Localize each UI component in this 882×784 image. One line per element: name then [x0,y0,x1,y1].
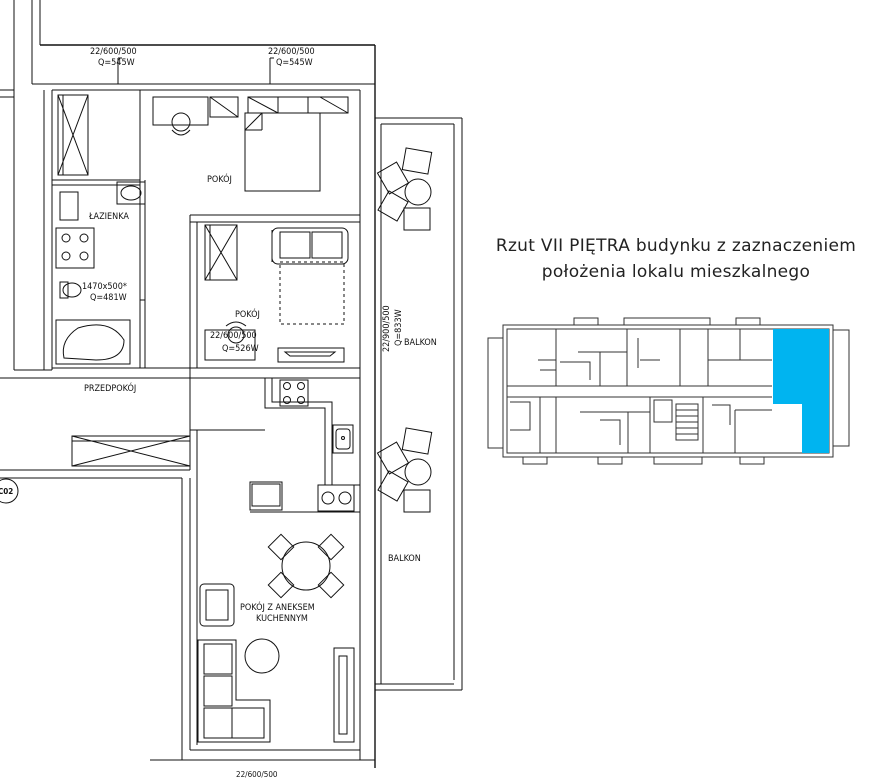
bathroom-fixtures [55,181,146,365]
room-label-przedpokoj: PRZEDPOKÓJ [84,382,136,394]
radiator-top-right-size: 22/600/500 [268,47,315,57]
bottom-cut-label: 22/600/500 [236,770,278,779]
plan-labels: 22/600/500 Q=545W 22/600/500 Q=545W POKÓ… [0,47,437,779]
desk-with-chair [152,96,239,136]
axis-marker-circle [0,478,19,504]
room-label-living-line1: POKÓJ Z ANEKSEM [240,601,315,613]
apartment-plan [0,0,463,768]
room-label-balkon-top: BALKON [404,338,437,348]
wardrobe-top [247,96,349,114]
desk-mid-room [204,321,256,361]
bath-radiator-size: 1470x500* [82,282,127,292]
wardrobe-hallway [71,435,191,467]
highlighted-apartment [773,329,829,453]
room-label-pokoj-mid: POKÓJ [235,308,260,320]
axis-marker-label: C02 [0,487,13,496]
radiator-balcony-size: 22/900/500 [382,305,392,352]
room-label-lazienka: ŁAZIENKA [88,212,129,222]
key-plan-title-line2: położenia lokalu mieszkalnego [541,262,811,282]
partitions [52,90,360,745]
bed-top-room [244,112,321,192]
radiator-balcony-power: Q=833W [394,309,404,346]
balcony [375,117,463,691]
radiator-top-left-size: 22/600/500 [90,47,137,57]
room-label-balkon-bottom: BALKON [388,554,421,564]
window-bathroom [57,94,89,176]
key-plan [487,317,850,465]
kitchen-counter [249,378,360,513]
room-label-living-line2: KUCHENNYM [256,614,308,624]
living-furniture [197,583,355,743]
bath-radiator-power: Q=481W [90,293,127,303]
radiator-mid-room-size: 22/600/500 [210,331,257,341]
radiator-mid-room-power: Q=526W [222,344,259,354]
outer-walls [0,0,376,768]
dining-table [267,533,345,599]
bed-mid-room [271,227,349,325]
room-label-pokoj-top: POKÓJ [207,173,232,185]
radiator-top-left-power: Q=545W [98,58,135,68]
wardrobe-mid [204,224,238,281]
tv-cabinet [277,347,345,363]
key-plan-title-line1: Rzut VII PIĘTRA budynku z zaznaczeniem [495,236,857,256]
radiator-top-right-power: Q=545W [276,58,313,68]
